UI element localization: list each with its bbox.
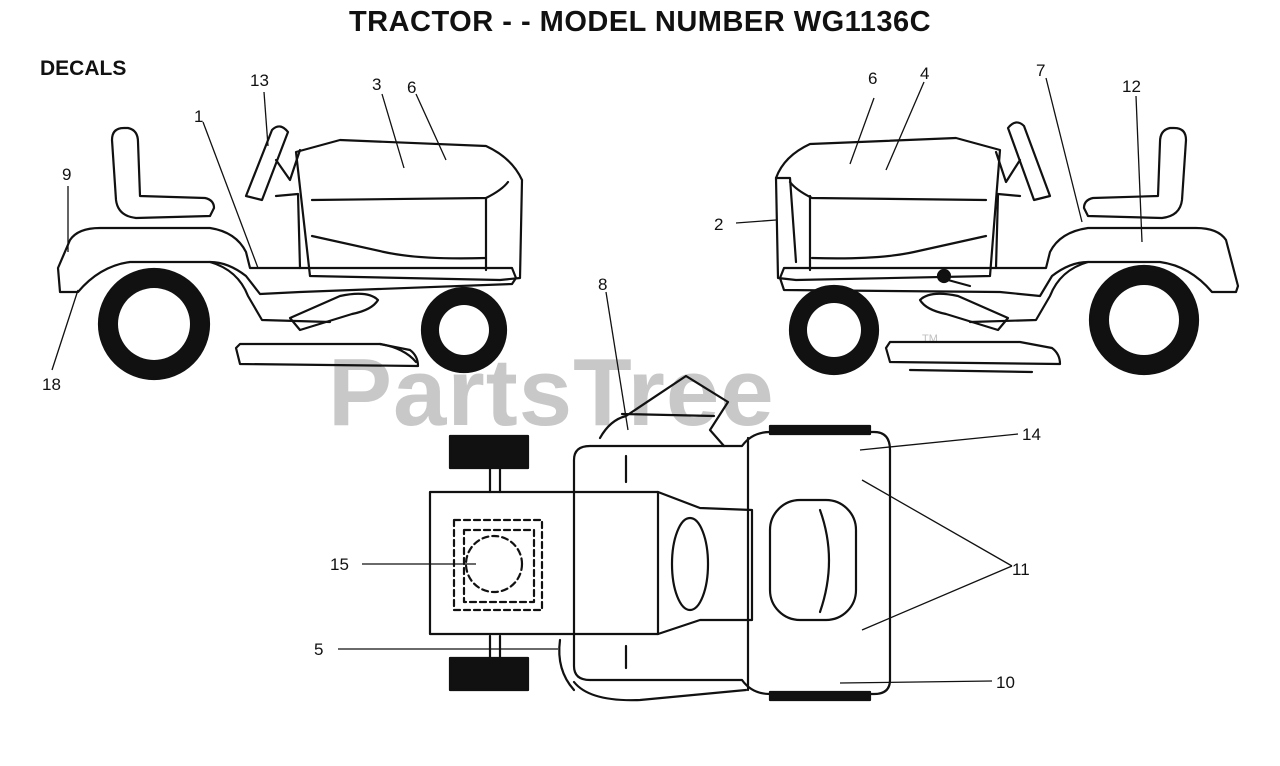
callout-6: 6 [407,78,416,97]
tractor-left-side-view [56,125,524,368]
tractor-top-view [428,374,892,702]
callout-2: 2 [714,215,723,234]
watermark: PartsTree [328,339,775,446]
callout-7: 7 [1036,61,1045,80]
callout-8: 8 [598,275,607,294]
callout-9: 9 [62,165,71,184]
diagram-title: TRACTOR - - MODEL NUMBER WG1136C [348,6,932,38]
tractor-right-wheels [788,264,1200,376]
callout-14: 14 [1022,425,1041,444]
callout-13: 13 [250,71,269,90]
callout-12: 12 [1122,77,1141,96]
callout-labels: 1 2 3 4 5 6 6 7 8 9 10 11 12 13 14 15 18 [42,61,1141,692]
watermark-tm: TM [922,333,938,345]
callout-18: 18 [42,375,61,394]
callout-15: 15 [330,555,349,574]
tractor-left-wheels [97,267,508,381]
callout-3: 3 [372,75,381,94]
callout-6-right: 6 [868,69,877,88]
leader-lines [51,77,1143,684]
tractor-right-side-view [774,121,1240,374]
callout-10: 10 [996,673,1015,692]
section-label: DECALS [40,57,127,80]
callout-4: 4 [920,64,929,83]
callout-5: 5 [314,640,323,659]
callout-1: 1 [194,107,203,126]
callout-11: 11 [1012,560,1030,579]
